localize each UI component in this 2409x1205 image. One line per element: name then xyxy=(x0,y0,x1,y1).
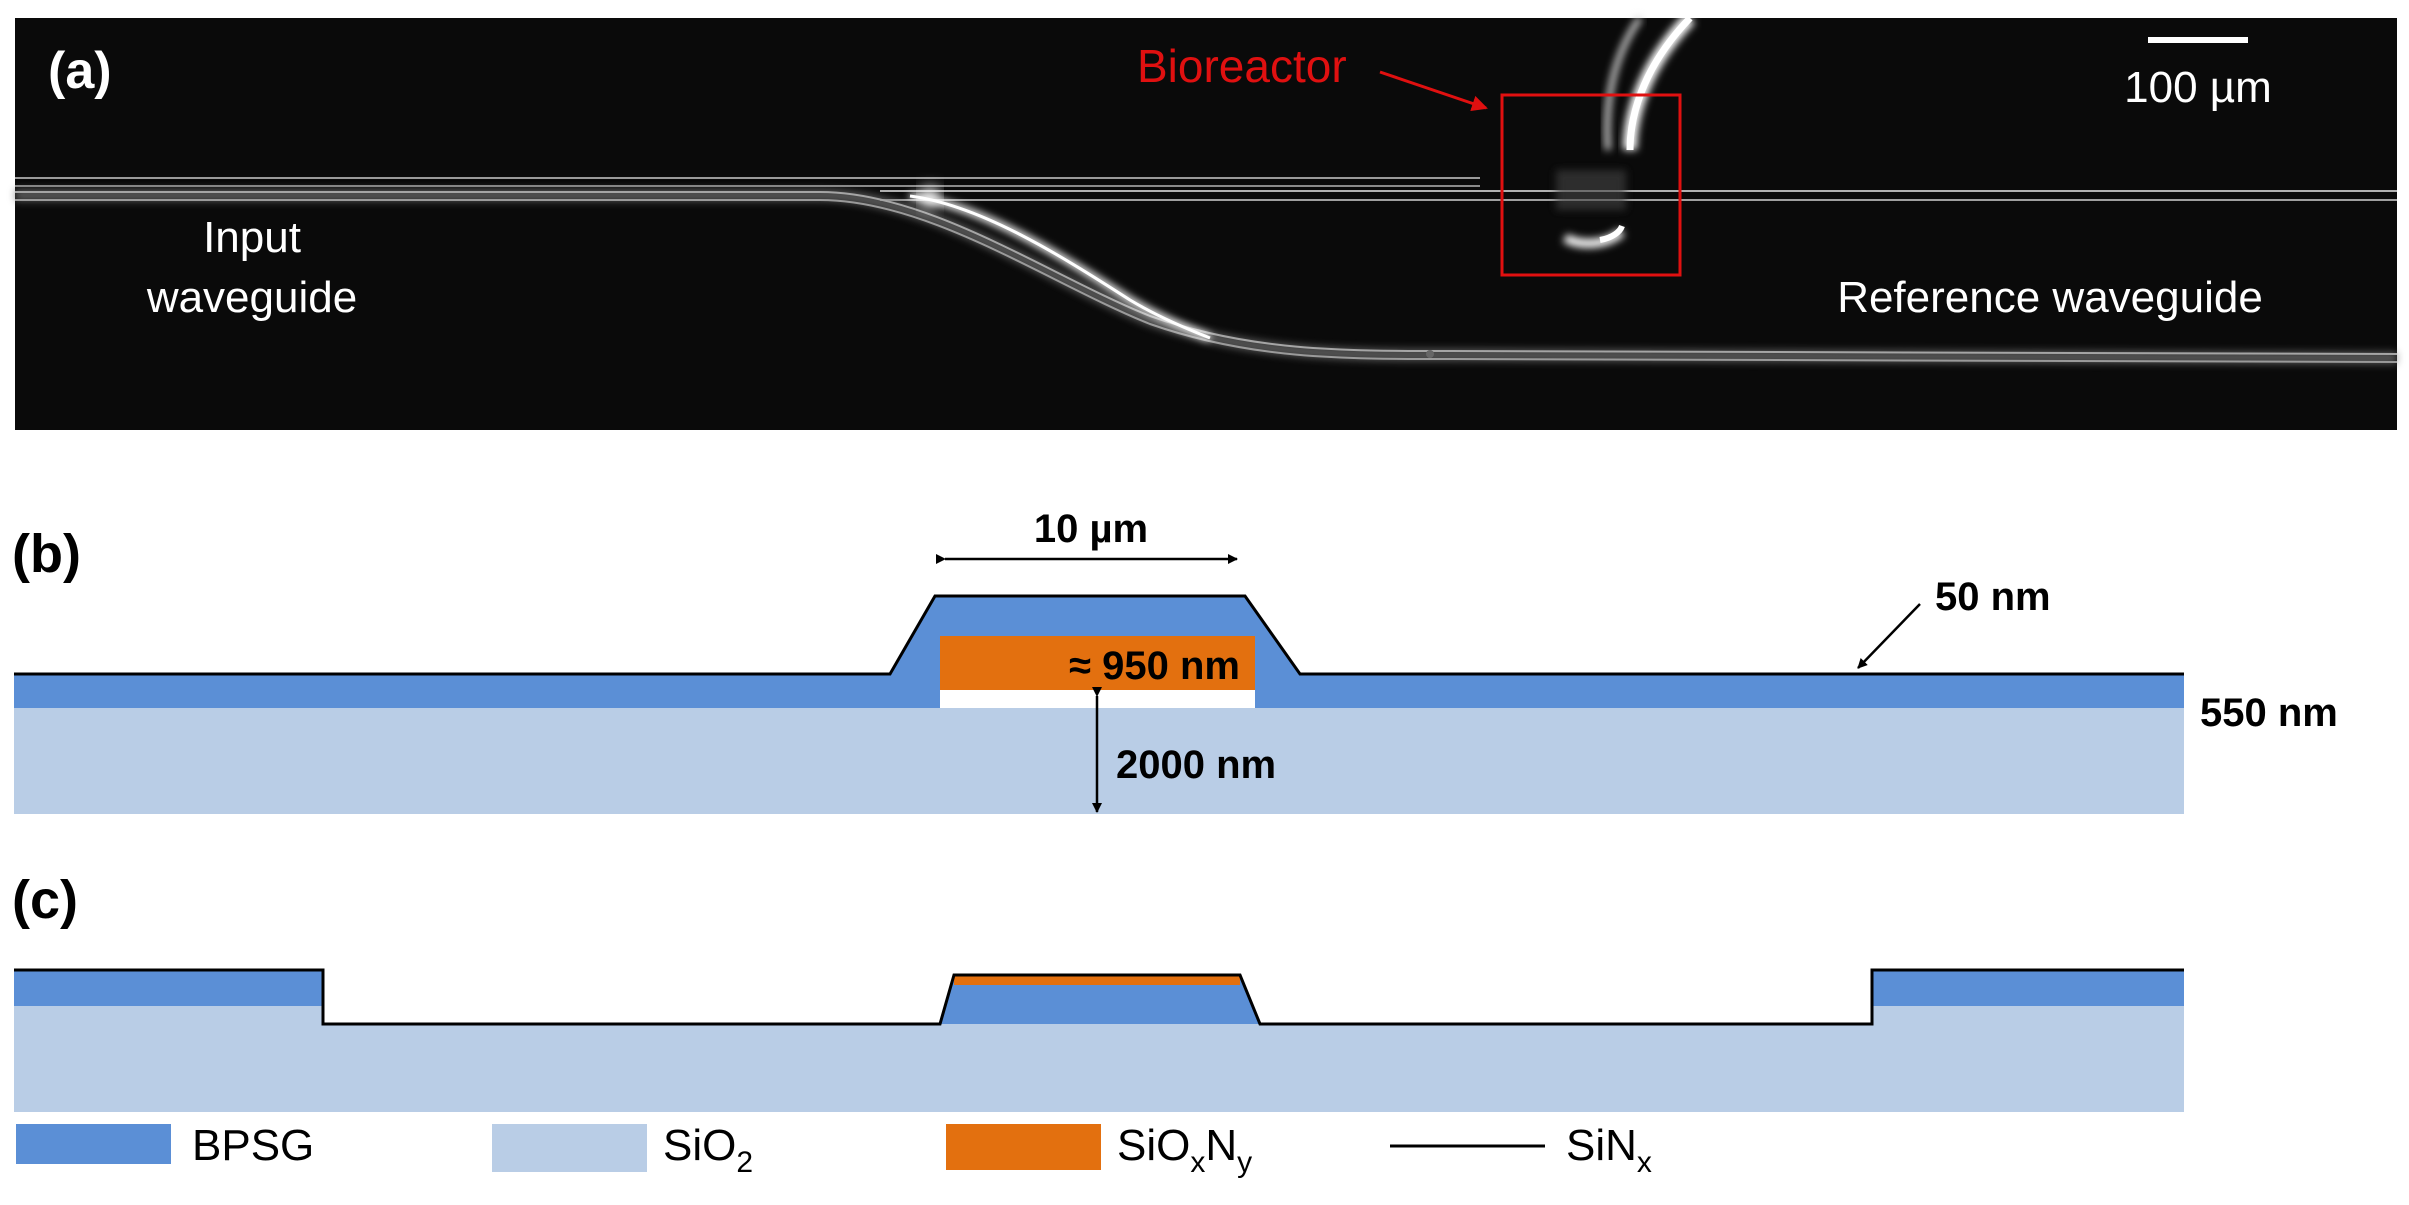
microfluidic-channel xyxy=(1556,13,1696,248)
legend-label-sinx: SiNx xyxy=(1566,1121,1652,1179)
bpsg-layer-c-right xyxy=(1872,970,2184,1006)
legend: BPSG SiO2 SiOxNy SiNx xyxy=(16,1121,1652,1179)
upper-waveguide xyxy=(15,175,1480,187)
panel-a-label: (a) xyxy=(48,42,112,100)
panel-a: Bioreactor 100 µm (a) Input waveguide Re… xyxy=(15,13,2398,430)
sio2-layer-c xyxy=(14,990,2184,1112)
sioxny-core-c xyxy=(954,975,1240,985)
input-waveguide-label-line1: Input xyxy=(203,213,301,262)
width-label: 10 µm xyxy=(1034,507,1148,551)
bioreactor-box xyxy=(1500,93,1682,277)
panel-c-label: (c) xyxy=(12,870,78,930)
input-waveguide xyxy=(15,187,2398,364)
sio2-layer-b xyxy=(14,708,2184,814)
panel-b: (b) 10 µm ≈ 950 nm 2000 nm 50 nm 550 nm xyxy=(12,507,2338,814)
sinx-line-b xyxy=(14,594,2184,676)
core-thickness-label: ≈ 950 nm xyxy=(1069,644,1240,688)
sioxny-core-b xyxy=(940,636,1255,690)
legend-swatch-sioxny xyxy=(946,1124,1101,1170)
bpsg-ridge-c xyxy=(940,975,1260,1024)
reference-waveguide xyxy=(880,190,2397,201)
panel-c: (c) xyxy=(12,870,2184,1112)
legend-label-sioxny: SiOxNy xyxy=(1117,1121,1252,1179)
sinx-line-c xyxy=(14,968,2184,1026)
sinx-thickness-label: 50 nm xyxy=(1935,575,2051,619)
bioreactor-arrow xyxy=(1379,70,1488,112)
legend-label-sio2: SiO2 xyxy=(663,1121,753,1179)
panel-b-label: (b) xyxy=(12,524,81,584)
bpsg-thickness-label: 550 nm xyxy=(2200,691,2338,735)
sinx-pointer-arrow xyxy=(1857,603,1921,669)
bpsg-layer-c-left xyxy=(14,970,323,1006)
oxide-thickness-label: 2000 nm xyxy=(1116,743,1276,787)
legend-swatch-bpsg xyxy=(16,1124,171,1164)
input-waveguide-label-line2: waveguide xyxy=(146,273,357,322)
legend-label-bpsg: BPSG xyxy=(192,1121,314,1170)
reference-waveguide-label: Reference waveguide xyxy=(1837,273,2263,322)
legend-swatch-sio2 xyxy=(492,1124,647,1172)
scale-bar-label: 100 µm xyxy=(2124,63,2272,112)
bioreactor-label: Bioreactor xyxy=(1137,40,1347,92)
